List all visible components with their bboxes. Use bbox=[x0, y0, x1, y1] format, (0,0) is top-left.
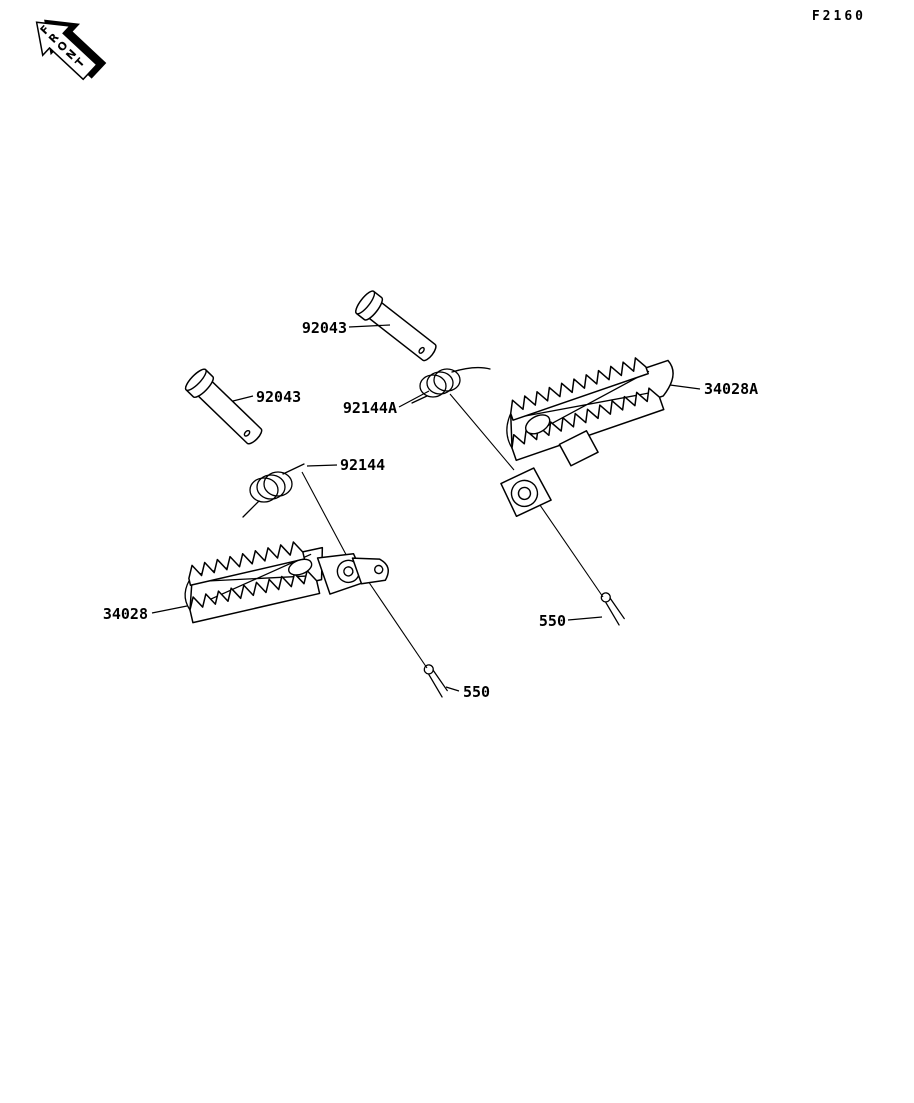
spring-arm bbox=[411, 395, 428, 404]
leader-line bbox=[232, 395, 254, 402]
spring-coil bbox=[419, 374, 447, 398]
assembly-axis-line bbox=[365, 577, 428, 669]
footpeg-oval-hole bbox=[524, 414, 551, 435]
spring-coil bbox=[263, 471, 293, 497]
part-label-92144: 92144 bbox=[340, 456, 385, 474]
leader-line bbox=[567, 616, 603, 621]
pin-92043-upper bbox=[355, 290, 437, 362]
leader-line bbox=[398, 390, 430, 408]
cotter-leg bbox=[605, 601, 620, 626]
pin-head-face bbox=[355, 290, 376, 315]
spring-coil bbox=[249, 477, 279, 503]
front-direction-arrow: FRONT bbox=[22, 5, 113, 88]
cotter-eye bbox=[423, 664, 434, 675]
cotter-leg bbox=[609, 597, 625, 620]
footpeg-oval-hole bbox=[287, 558, 313, 576]
leader-line bbox=[445, 686, 460, 692]
pin-shaft bbox=[366, 299, 437, 362]
part-label-34028: 34028 bbox=[103, 605, 148, 623]
serrated-edge-back bbox=[188, 541, 306, 587]
serrated-edge-back bbox=[509, 357, 649, 421]
part-label-92043-lower: 92043 bbox=[256, 388, 301, 406]
serrated-edge-front bbox=[189, 569, 321, 624]
pin-head-face bbox=[184, 368, 207, 392]
leader-line bbox=[348, 324, 391, 328]
part-label-92144a: 92144A bbox=[343, 399, 397, 417]
spring-arm bbox=[282, 463, 305, 475]
spring-seat-block bbox=[558, 430, 599, 467]
assembly-axis-line bbox=[301, 471, 351, 563]
spring-92144a-right bbox=[411, 366, 491, 404]
clevis-tab bbox=[351, 557, 389, 585]
cotter-eye bbox=[600, 592, 611, 603]
part-label-550-right: 550 bbox=[539, 612, 566, 630]
assembly-axis-line bbox=[449, 393, 515, 471]
leader-line bbox=[306, 464, 338, 467]
clevis-hole bbox=[374, 564, 384, 575]
cotter-pin-550-left bbox=[423, 664, 448, 698]
spring-coil bbox=[433, 368, 461, 392]
cotter-hole bbox=[418, 346, 425, 354]
spring-arm bbox=[451, 366, 491, 373]
part-label-34028a: 34028A bbox=[704, 380, 758, 398]
pivot-hole bbox=[343, 566, 354, 577]
part-label-550-left: 550 bbox=[463, 683, 490, 701]
footpeg-34028a-right bbox=[500, 357, 674, 518]
pin-92043-lower bbox=[184, 368, 263, 445]
assembly-axis-line bbox=[530, 491, 604, 598]
spring-coil bbox=[256, 474, 286, 500]
leader-line bbox=[151, 605, 188, 614]
part-label-92043-upper: 92043 bbox=[302, 319, 347, 337]
cotter-pin-550-right bbox=[600, 592, 625, 626]
footpeg-end-cap bbox=[506, 412, 513, 449]
spring-coil bbox=[426, 371, 454, 395]
cotter-leg bbox=[432, 669, 448, 692]
pin-shaft bbox=[195, 378, 263, 445]
footpeg-34028-left bbox=[184, 541, 389, 624]
cotter-leg bbox=[428, 673, 443, 698]
spring-arm bbox=[242, 500, 260, 518]
pivot-hole bbox=[517, 486, 532, 501]
leader-line bbox=[669, 384, 701, 390]
cotter-hole bbox=[243, 429, 251, 437]
figure-code: F2160 bbox=[812, 9, 866, 24]
spring-92144-left bbox=[242, 463, 305, 518]
